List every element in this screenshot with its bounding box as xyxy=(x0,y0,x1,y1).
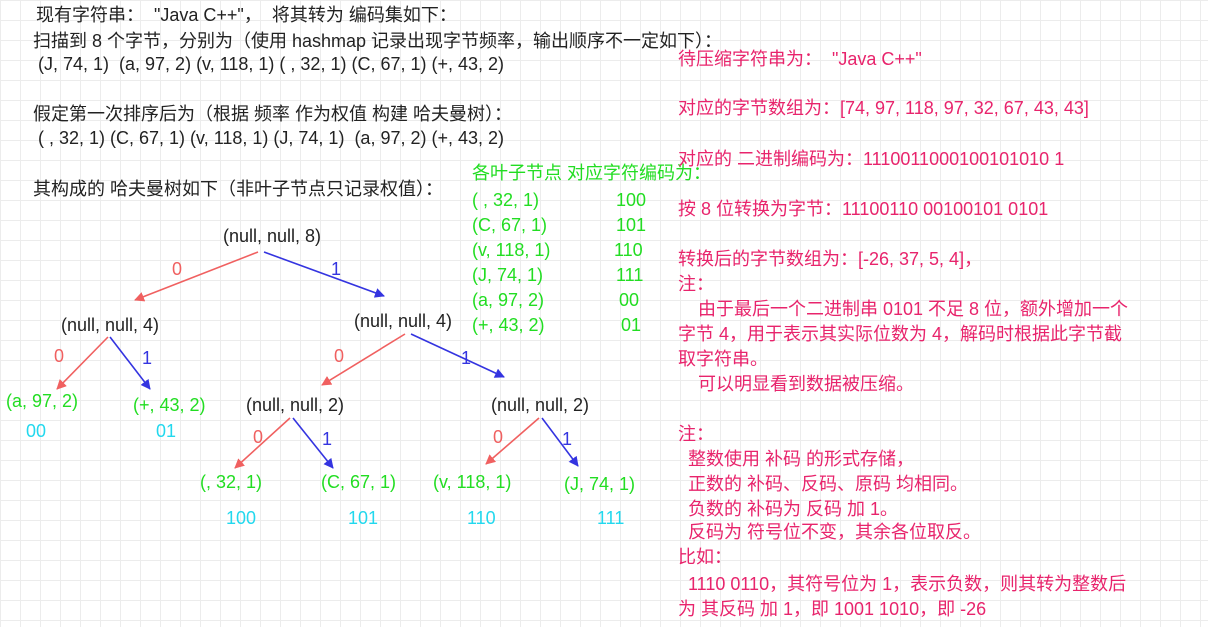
intro-line-4: 假定第一次排序后为（根据 频率 作为权值 构建 哈夫曼树）： xyxy=(33,104,513,124)
edge-label-zero: 0 xyxy=(334,346,345,366)
edge-label-one: 1 xyxy=(142,348,153,368)
codes-table-code: 00 xyxy=(619,290,640,310)
edge-label-one: 1 xyxy=(322,429,333,449)
leaf-code-j: 111 xyxy=(597,508,625,528)
tree-internal-node: (null, null, 4) xyxy=(354,311,453,331)
codes-table-code: 111 xyxy=(616,265,644,285)
intro-line-5: ( , 32, 1) (C, 67, 1) (v, 118, 1) (J, 74… xyxy=(33,128,505,148)
edge-label-one: 1 xyxy=(562,429,573,449)
edge-left-plus xyxy=(109,336,151,390)
note-text: 可以明显看到数据被压缩。 xyxy=(678,374,915,394)
leaf-node-j: (J, 74, 1) xyxy=(564,474,636,494)
note-byte-array: 对应的字节数组为：[74, 97, 118, 97, 32, 67, 43, 4… xyxy=(678,98,1089,118)
note-text: 正数的 补码、反码、原码 均相同。 xyxy=(678,474,969,494)
codes-table-code: 01 xyxy=(621,315,642,335)
edge-root-left xyxy=(134,251,259,302)
leaf-code-plus: 01 xyxy=(156,421,177,441)
intro-line-1: 现有字符串： "Java C++"， 将其转为 编码集如下： xyxy=(36,5,457,25)
tree-internal-node: (null, null, 4) xyxy=(61,315,160,335)
leaf-node-space: (, 32, 1) xyxy=(200,472,263,492)
note-text: 由于最后一个二进制串 0101 不足 8 位，额外增加一个 xyxy=(678,299,1129,319)
note-text: 整数使用 补码 的形式存储， xyxy=(678,449,915,469)
note-label: 注： xyxy=(678,274,714,294)
codes-table-code: 101 xyxy=(616,215,647,235)
intro-line-2: 扫描到 8 个字节，分别为（使用 hashmap 记录出现字节频率，输出顺序不一… xyxy=(33,31,723,51)
leaf-node-plus: (+, 43, 2) xyxy=(133,395,206,415)
codes-table-node: (a, 97, 2) xyxy=(472,290,545,310)
codes-table-node: (C, 67, 1) xyxy=(472,215,548,235)
edge-label-one: 1 xyxy=(331,259,342,279)
leaf-node-v: (v, 118, 1) xyxy=(433,472,512,492)
note-text: 反码为 符号位不变，其余各位取反。 xyxy=(678,522,982,542)
note-label: 注： xyxy=(678,424,714,444)
leaf-code-space: 100 xyxy=(226,508,257,528)
note-text: 取字符串。 xyxy=(678,349,768,369)
edge-root-right xyxy=(263,251,385,298)
edge-label-one: 1 xyxy=(461,348,472,368)
intro-line-6: 其构成的 哈夫曼树如下（非叶子节点只记录权值）： xyxy=(33,179,443,199)
note-text: 为 其反码 加 1，即 1001 1010，即 -26 xyxy=(678,599,987,619)
edge-rr-v xyxy=(485,417,540,465)
tree-root-node: (null, null, 8) xyxy=(223,226,322,246)
edge-label-zero: 0 xyxy=(493,427,504,447)
edge-label-zero: 0 xyxy=(172,259,183,279)
leaf-code-a: 00 xyxy=(26,421,47,441)
edge-rr-j xyxy=(541,417,579,467)
note-text: 字节 4，用于表示其实际位数为 4，解码时根据此字节截 xyxy=(678,324,1123,344)
edge-right-rr xyxy=(410,333,505,378)
codes-table-node: ( , 32, 1) xyxy=(472,190,540,210)
codes-table-header: 各叶子节点 对应字符编码为： xyxy=(472,163,711,183)
codes-table-node: (J, 74, 1) xyxy=(472,265,544,285)
tree-internal-node: (null, null, 2) xyxy=(491,395,590,415)
intro-line-3: (J, 74, 1) (a, 97, 2) (v, 118, 1) ( , 32… xyxy=(33,54,505,74)
leaf-code-v: 110 xyxy=(467,508,496,528)
edge-rl-space xyxy=(234,417,291,469)
leaf-code-c: 101 xyxy=(348,508,379,528)
note-text: 1110 0110，其符号位为 1，表示负数，则其转为整数后 xyxy=(678,574,1127,594)
leaf-node-a: (a, 97, 2) xyxy=(6,391,79,411)
note-label: 比如： xyxy=(678,547,732,567)
note-byte-split: 按 8 位转换为字节：11100110 00100101 0101 xyxy=(678,199,1049,219)
codes-table-code: 100 xyxy=(616,190,647,210)
note-text: 负数的 补码为 反码 加 1。 xyxy=(678,499,899,519)
codes-table-node: (+, 43, 2) xyxy=(472,315,545,335)
edge-label-zero: 0 xyxy=(253,427,264,447)
codes-table-node: (v, 118, 1) xyxy=(472,240,551,260)
edge-rl-c xyxy=(292,417,334,469)
codes-table-code: 110 xyxy=(614,240,643,260)
edge-right-rl xyxy=(321,333,406,386)
note-binary-code: 对应的 二进制编码为：1110011000100101010 1 xyxy=(678,149,1065,169)
leaf-node-c: (C, 67, 1) xyxy=(321,472,397,492)
note-result-array: 转换后的字节数组为：[-26, 37, 5, 4]， xyxy=(678,249,983,269)
edge-label-zero: 0 xyxy=(54,346,65,366)
note-source-string: 待压缩字符串为： "Java C++" xyxy=(678,49,922,69)
edge-left-a xyxy=(56,336,109,390)
tree-internal-node: (null, null, 2) xyxy=(246,395,345,415)
